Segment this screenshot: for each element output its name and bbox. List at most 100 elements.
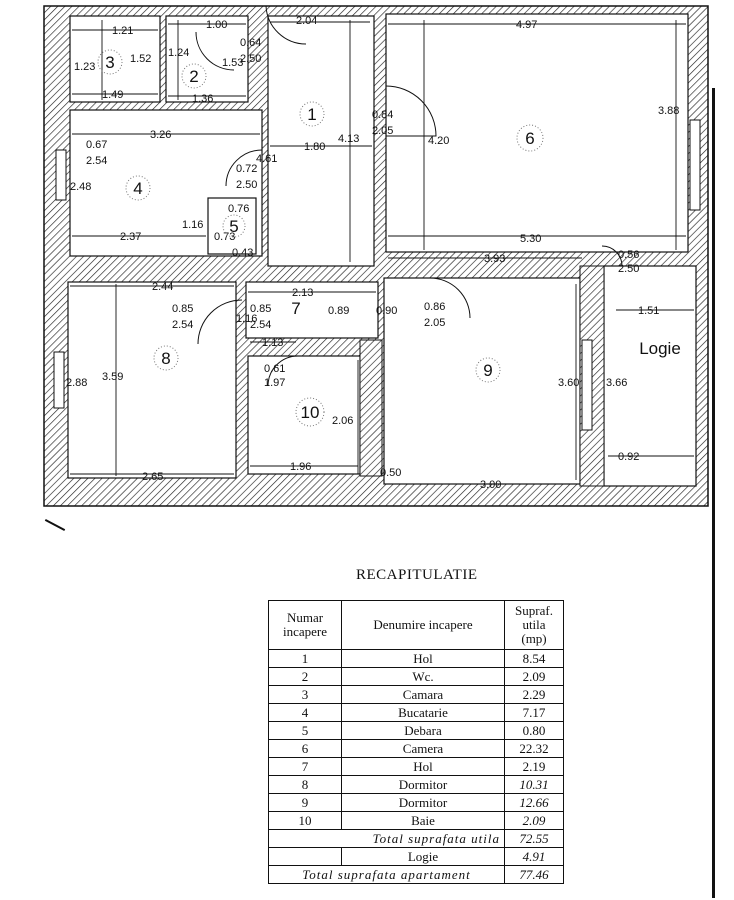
dim-label: 2.50 [240, 53, 261, 65]
room-9-area [383, 277, 581, 485]
dim-label: 0.72 [236, 163, 257, 175]
room-label-logie: Logie [639, 339, 681, 358]
cell-num [268, 847, 342, 866]
cell-name: Bucatarie [341, 703, 505, 722]
dim-label: 4.13 [338, 133, 359, 145]
room-number-2: 2 [189, 67, 198, 86]
door-swing-1 [265, 5, 307, 45]
cell-area: 8.54 [504, 649, 564, 668]
dim-label: 0.90 [376, 305, 397, 317]
dim-label: 0.85 [250, 303, 271, 315]
door-swing-6 [385, 85, 437, 137]
dim-label: 1.52 [130, 53, 151, 65]
dim-label: 0.56 [618, 249, 639, 261]
cell-num: 5 [268, 721, 342, 740]
dim-label: 1.97 [264, 377, 285, 389]
cell-name: Debara [341, 721, 505, 740]
dim-label: 5.30 [520, 233, 541, 245]
room-number-3: 3 [105, 53, 114, 72]
header-denumire: Denumire incapere [341, 600, 505, 650]
recap-title: RECAPITULATIE [356, 567, 478, 583]
dim-label: 0.89 [328, 305, 349, 317]
door-swing-4 [225, 149, 263, 187]
door-swing-8 [197, 299, 243, 345]
dim-label: 2.65 [142, 471, 163, 483]
dim-label: 0.85 [172, 303, 193, 315]
cell-area: 22.32 [504, 739, 564, 758]
dim-label: 2.50 [236, 179, 257, 191]
window-6 [689, 119, 701, 211]
dim-label: 2.04 [296, 15, 317, 27]
dim-label: 0.61 [264, 363, 285, 375]
total-ap-label: Total suprafata apartament [268, 865, 505, 884]
recap-header-row: Numar incapere Denumire incapere Supraf.… [268, 600, 564, 650]
cell-name: Dormitor [341, 793, 505, 812]
dim-label: 1.16 [182, 219, 203, 231]
total-util-value: 72.55 [504, 829, 564, 848]
header-numar: Numar incapere [268, 600, 342, 650]
logie-value: 4.91 [504, 847, 564, 866]
cell-area: 2.19 [504, 757, 564, 776]
dim-label: 1.13 [262, 337, 283, 349]
dim-label: 3.60 [558, 377, 579, 389]
room-number-6: 6 [525, 129, 534, 148]
room-number-7: 7 [291, 299, 300, 318]
room-10-area [247, 355, 361, 475]
scan-edge-line [712, 88, 715, 898]
dim-label: 2.54 [250, 319, 271, 331]
door-swing-logie [601, 245, 623, 267]
dim-label: 2.88 [66, 377, 87, 389]
cell-num: 1 [268, 649, 342, 668]
cell-num: 7 [268, 757, 342, 776]
dimension-labels: 1.21 1.00 2.04 4.97 1.23 1.52 1.24 1.53 … [66, 15, 679, 491]
dim-label: 2.13 [292, 287, 313, 299]
cell-area: 10.31 [504, 775, 564, 794]
cell-num: 3 [268, 685, 342, 704]
dim-label: 2.54 [172, 319, 193, 331]
dim-label: 0.86 [424, 301, 445, 313]
room-5-area [207, 197, 257, 255]
dim-label: 3.26 [150, 129, 171, 141]
room-number-5: 5 [229, 217, 238, 236]
cell-name: Wc. [341, 667, 505, 686]
room-number-10: 10 [301, 403, 320, 422]
total-util-label: Total suprafata utila [268, 829, 505, 848]
window-9 [581, 339, 593, 431]
dim-label: 1.36 [192, 93, 213, 105]
cell-area: 0.80 [504, 721, 564, 740]
dim-label: 2.44 [152, 281, 173, 293]
door-swing-2 [195, 31, 235, 71]
dim-label: 1.49 [102, 89, 123, 101]
dim-label: 3.59 [102, 371, 123, 383]
cell-area: 7.17 [504, 703, 564, 722]
cell-name: Camera [341, 739, 505, 758]
windows [53, 119, 701, 431]
cell-name: Baie [341, 811, 505, 830]
dim-label: 4.20 [428, 135, 449, 147]
dim-label: 3.00 [480, 479, 501, 491]
room-number-9: 9 [483, 361, 492, 380]
recap-table: Numar incapere Denumire incapere Supraf.… [268, 600, 564, 884]
dim-label: 0.43 [232, 247, 253, 259]
cell-name: Camara [341, 685, 505, 704]
cell-area: 12.66 [504, 793, 564, 812]
door-swing-10 [267, 355, 299, 387]
cell-num: 4 [268, 703, 342, 722]
room-number-4: 4 [133, 179, 142, 198]
room-number-8: 8 [161, 349, 170, 368]
dim-label: 3.66 [606, 377, 627, 389]
cell-num: 6 [268, 739, 342, 758]
room-number-1: 1 [307, 105, 316, 124]
cell-area: 2.29 [504, 685, 564, 704]
dim-label: 0.67 [86, 139, 107, 151]
dim-label: 0.73 [214, 231, 235, 243]
dim-label: 2.06 [332, 415, 353, 427]
